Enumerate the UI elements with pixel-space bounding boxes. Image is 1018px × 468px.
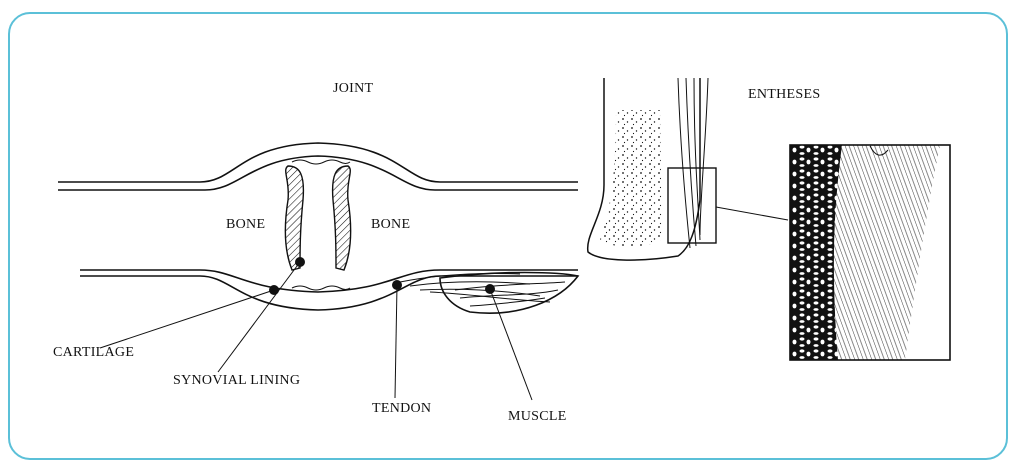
entheses-diagram: ENTHESES	[588, 78, 950, 360]
joint-capsule-outer-bottom	[80, 276, 578, 310]
muscle-leader	[490, 289, 532, 400]
joint-diagram: JOINT BONE BONE CARTILAGE SYNOVIAL LININ…	[53, 81, 578, 424]
bone-dotted-cortex	[600, 110, 662, 247]
tendon-label: TENDON	[372, 401, 431, 416]
joint-title: JOINT	[333, 81, 374, 96]
synovial-leader	[218, 262, 300, 372]
synovial-space-bottom	[292, 286, 350, 290]
muscle-label: MUSCLE	[508, 409, 567, 424]
left-cartilage	[285, 166, 303, 270]
right-cartilage	[333, 166, 351, 270]
cartilage-label: CARTILAGE	[53, 345, 134, 360]
enthesis-zoom-detail	[790, 145, 950, 360]
bone-left-label: BONE	[226, 217, 265, 232]
cartilage-leader	[100, 290, 274, 348]
synovial-lining-label: SYNOVIAL LINING	[173, 373, 300, 388]
joint-capsule-inner-top	[58, 156, 578, 190]
entheses-tendon-strands	[678, 78, 708, 248]
entheses-title: ENTHESES	[748, 87, 820, 102]
enthesis-zoom-box	[668, 168, 716, 243]
bone-right-label: BONE	[371, 217, 410, 232]
joint-capsule-outer-top	[58, 143, 578, 182]
tendon-leader	[395, 285, 397, 398]
muscle-belly	[440, 273, 578, 314]
synovial-space-top	[292, 160, 350, 164]
zoom-connector	[716, 207, 788, 220]
